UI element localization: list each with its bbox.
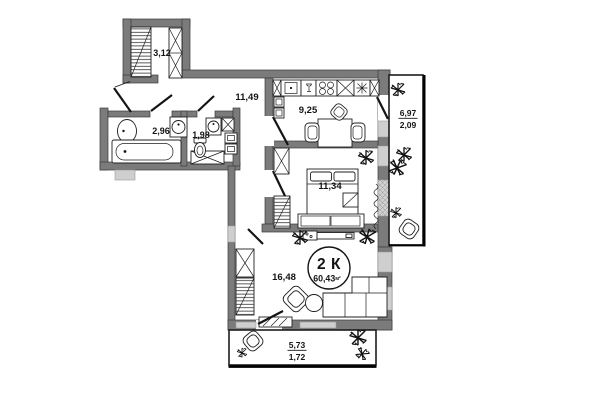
bedroom-window-2-hatch — [378, 180, 390, 216]
room-storage: 3,12 — [130, 26, 183, 79]
living-door — [247, 228, 264, 245]
living-bottom-window-2 — [299, 321, 337, 329]
kitchen-door-opening — [264, 116, 274, 146]
corner-sofa — [322, 276, 388, 318]
kitchen-counter — [272, 79, 380, 119]
room-living: 16,48 2 К 60,43м² — [235, 225, 388, 328]
kitchen-balcony-door-opening — [378, 95, 390, 121]
wardrobe-crossed — [235, 248, 255, 278]
room-kitchen: 9,25 — [272, 79, 389, 148]
wardrobe-hatched — [235, 277, 255, 316]
balcony-chair — [398, 218, 420, 240]
room-bedroom-area: 11,34 — [318, 181, 342, 192]
stamp-area-value: 60,43 — [313, 274, 335, 284]
bathroom-vanity-sink — [169, 116, 188, 138]
balcony-bottom-area-full: 5,73 — [289, 340, 306, 350]
apartment-stamp: 2 К 60,43м² — [307, 246, 351, 290]
svg-text:60,43м²: 60,43м² — [313, 274, 341, 284]
kitchen-balcony-door — [376, 96, 389, 120]
room-kitchen-area: 9,25 — [299, 105, 318, 116]
balcony-bottom: 5,73 1,72 — [228, 328, 377, 368]
balcony-bottom-area-reduced: 1,72 — [289, 352, 306, 362]
toilet-door — [197, 95, 215, 112]
living-window-1 — [377, 251, 393, 273]
room-toilet: 1,98 — [190, 95, 238, 165]
room-storage-area: 3,12 — [153, 48, 171, 58]
wardrobe-crossed — [168, 27, 183, 79]
glass-cabinet — [300, 79, 317, 97]
bathroom-sink — [117, 119, 137, 143]
bedroom-door-opening — [264, 170, 274, 197]
room-bathroom: 2,96 — [111, 94, 188, 164]
living-bottom-window-1 — [235, 321, 257, 329]
bedroom-door — [272, 170, 286, 197]
stamp-area-unit: м² — [335, 276, 341, 282]
living-balcony-door — [257, 310, 284, 325]
plant-icon — [357, 149, 375, 166]
room-bathroom-area: 2,96 — [152, 126, 170, 136]
pillow — [310, 171, 332, 182]
balcony-right: 6,97 2,09 — [385, 74, 426, 247]
wardrobe-hatched — [273, 195, 291, 229]
toilet-sink — [205, 117, 222, 136]
entrance-door — [113, 81, 132, 113]
pillow — [333, 171, 356, 182]
toilet-wc — [193, 137, 207, 158]
room-bedroom: 11,34 — [272, 147, 379, 230]
kitchen-table — [304, 103, 366, 148]
curtain — [373, 183, 379, 230]
exterior-pad — [114, 169, 136, 181]
room-living-area: 16,48 — [272, 272, 296, 283]
toilet-cabinet — [224, 132, 238, 155]
balcony-right-area-full: 6,97 — [400, 108, 417, 118]
chair — [330, 103, 348, 121]
ottoman — [305, 294, 323, 312]
wardrobe-crossed — [273, 147, 290, 175]
stove-icon — [315, 79, 338, 97]
room-toilet-area: 1,98 — [192, 130, 210, 140]
stamp-rooms-label: 2 К — [317, 256, 341, 273]
room-hallway-area: 11,49 — [235, 92, 258, 103]
shoe-bench — [258, 316, 293, 328]
balcony-right-area-reduced: 2,09 — [400, 120, 417, 130]
washing-machine — [221, 117, 235, 132]
tv-stand — [302, 230, 355, 241]
balcony-chair — [242, 330, 264, 352]
armchair — [282, 285, 310, 313]
bathroom-door — [150, 94, 173, 112]
kitchen-door — [272, 116, 289, 146]
wardrobe-hatched — [130, 26, 152, 78]
double-bed — [297, 168, 365, 229]
hall-wall-pad — [227, 225, 236, 243]
bathtub — [111, 139, 182, 164]
